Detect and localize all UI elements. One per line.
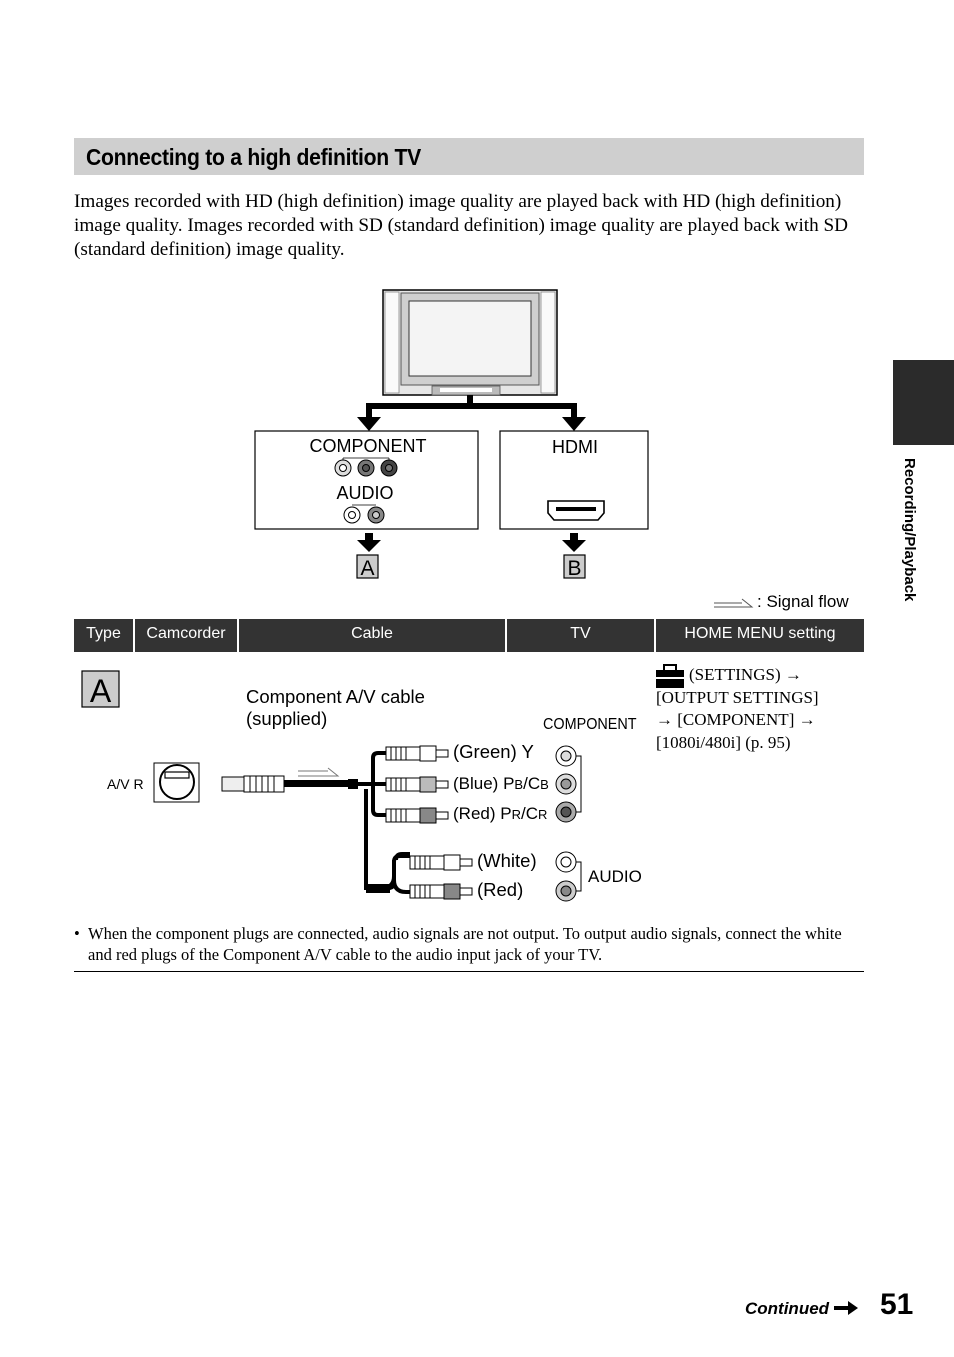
section-title: Connecting to a high definition TV [86,144,422,170]
header-home-menu: HOME MENU setting [656,619,864,652]
continued-text: Continued [745,1299,830,1318]
av-remote-jack-icon [153,762,200,803]
panel-component-label: COMPONENT [310,436,427,456]
header-tv: TV [507,619,654,652]
side-tab [893,360,954,445]
cable-supplied-note: (supplied) [246,708,328,729]
cable-name: Component A/V cable [246,686,425,707]
page-number: 51 [880,1288,914,1321]
plug-white-label: (White) [477,850,537,871]
header-cable: Cable [239,619,505,652]
component-plugs-icon [385,745,449,824]
row-a-cable-diagram: A A/V R [81,664,684,902]
signal-flow-arrow-icon [714,598,754,608]
plug-green-label: (Green) Y [453,741,534,762]
type-a-marker: A [90,673,112,709]
tv-connection-diagram: COMPONENT AUDIO HDMI A B : Signal flow [254,289,849,611]
tv-component-label: COMPONENT [543,716,637,733]
tv-component-jacks-icon [555,745,577,823]
setting-line-1: (SETTINGS) → [689,665,802,684]
type-a-box [81,670,120,708]
audio-plugs-icon [409,854,473,900]
panel-down-arrows [357,533,586,552]
tv-illustration [382,289,558,396]
table-header: Type Camcorder Cable TV HOME MENU settin… [74,619,864,652]
continued-label: Continued [745,1299,858,1319]
plug-red-audio-label: (Red) [477,879,524,900]
panel-hdmi-label: HDMI [552,437,598,457]
header-camcorder: Camcorder [135,619,237,652]
tv-audio-label: AUDIO [588,867,642,886]
signal-flow-label: : Signal flow [757,592,849,611]
component-panel [254,430,479,530]
plug-red-label: (Red) PR/CR [453,804,548,823]
audio-jacks-icon [343,506,385,524]
av-cable-plug-icon [221,775,358,793]
setting-line-2: [OUTPUT SETTINGS] [656,687,819,707]
setting-line-4: [1080i/480i] (p. 95) [656,732,791,752]
marker-a-box [356,554,379,579]
tv-split-arrows [357,395,586,431]
note-text: When the component plugs are connected, … [88,924,842,964]
section-header-bar [74,138,864,175]
tv-audio-jacks-icon [555,851,577,902]
marker-b: B [567,557,581,580]
continued-arrow-icon [833,1301,858,1315]
camcorder-jack-label: A/V R [107,776,144,792]
header-type: Type [74,619,133,652]
component-jacks-icon [334,459,398,477]
marker-a: A [360,557,374,580]
note-bullet: • [74,924,80,943]
marker-b-box [563,554,586,579]
toolbox-settings-icon [656,664,684,688]
table-bottom-rule [74,971,864,972]
panel-audio-label: AUDIO [336,483,393,503]
plug-blue-label: (Blue) PB/CB [453,774,549,793]
setting-line-3: → [COMPONENT] → [656,710,816,729]
intro-paragraph: Images recorded with HD (high definition… [74,191,849,260]
home-menu-setting: (SETTINGS) → [OUTPUT SETTINGS] → [COMPON… [656,664,866,754]
note: • When the component plugs are connected… [74,923,864,965]
cable-signal-flow-icon [298,767,340,777]
